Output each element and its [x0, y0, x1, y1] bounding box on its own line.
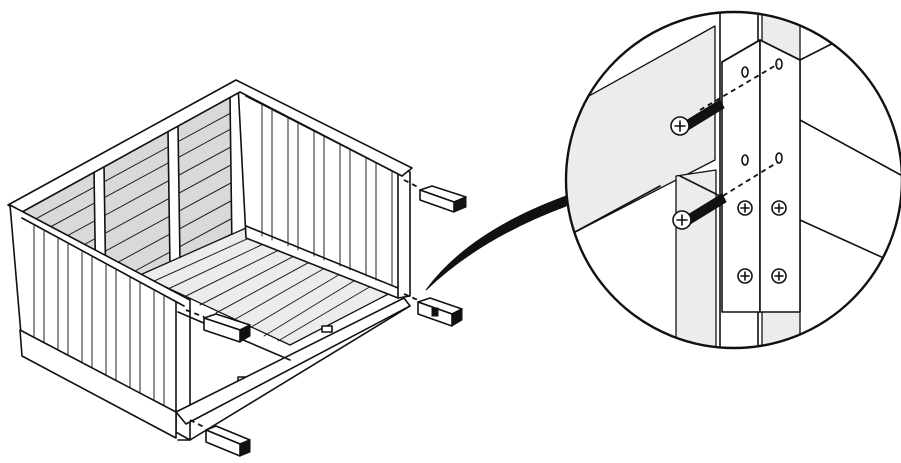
screw-icon — [672, 161, 779, 230]
floor-slats — [139, 227, 401, 384]
bracket-icon — [721, 39, 801, 313]
bracket-icon — [403, 293, 463, 327]
screw-icon — [670, 63, 779, 136]
bracket-icon — [189, 419, 251, 457]
crate-frame — [7, 79, 413, 441]
right-panel — [237, 84, 411, 299]
floor-notch — [321, 325, 333, 333]
detail-circle-border — [564, 10, 901, 350]
bracket-icon — [403, 179, 467, 213]
bracket-icon — [185, 309, 251, 343]
front-panel — [9, 204, 191, 441]
detail-magnifier — [564, 10, 901, 350]
bottom-rail-front — [19, 329, 177, 439]
